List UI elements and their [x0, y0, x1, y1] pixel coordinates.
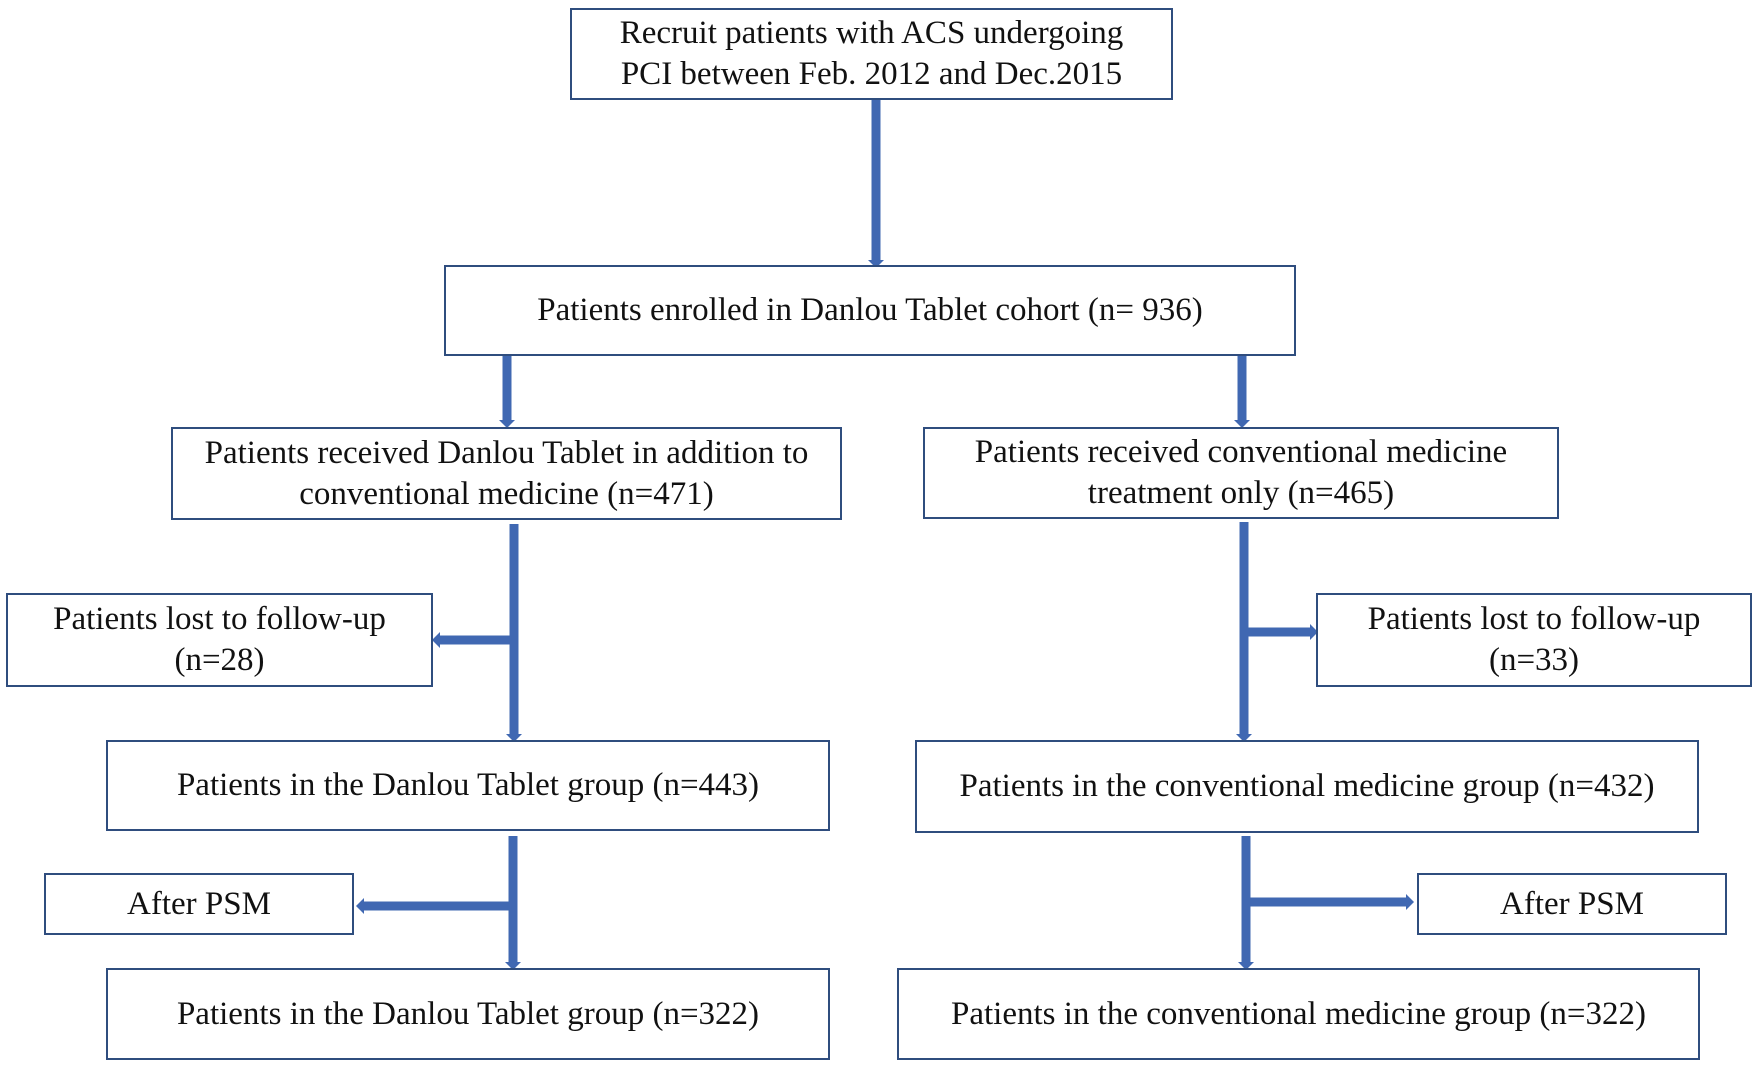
lost-follow-up-left-text: Patients lost to follow-up (n=28) — [53, 601, 386, 678]
arrowhead-danlou-group — [506, 734, 522, 742]
danlou-final-box: Patients in the Danlou Tablet group (n=3… — [106, 968, 830, 1060]
danlou-group-text: Patients in the Danlou Tablet group (n=4… — [176, 767, 760, 803]
arrowhead-conventional-final — [1238, 962, 1254, 970]
arrowhead-danlou-final — [505, 962, 521, 970]
psm-right-box: After PSM — [1417, 873, 1727, 935]
enrolled-text: Patients enrolled in Danlou Tablet cohor… — [537, 292, 1203, 328]
danlou-group-box: Patients in the Danlou Tablet group (n=4… — [106, 740, 830, 831]
conventional-final-text: Patients in the conventional medicine gr… — [951, 995, 1646, 1032]
lost-follow-up-left-box: Patients lost to follow-up (n=28) — [6, 593, 433, 687]
lost-follow-up-right-box: Patients lost to follow-up (n=33) — [1316, 593, 1752, 687]
arrowhead-lost-right — [1310, 624, 1318, 640]
conventional-received-box: Patients received conventional medicine … — [923, 427, 1559, 519]
danlou-received-text: Patients received Danlou Tablet in addit… — [204, 434, 809, 512]
arrowhead-conventional-group — [1236, 734, 1252, 742]
arrowhead-psm-left — [356, 898, 364, 914]
danlou-received-box: Patients received Danlou Tablet in addit… — [171, 427, 842, 520]
psm-left-box: After PSM — [44, 873, 354, 935]
arrowhead-danlou — [499, 420, 515, 428]
arrowhead-conventional — [1234, 420, 1250, 428]
enrolled-box: Patients enrolled in Danlou Tablet cohor… — [444, 265, 1296, 356]
arrowhead-psm-right — [1406, 894, 1414, 910]
arrowhead-enrolled — [868, 260, 884, 268]
danlou-final-text: Patients in the Danlou Tablet group (n=3… — [176, 995, 760, 1032]
conventional-final-box: Patients in the conventional medicine gr… — [897, 968, 1700, 1060]
conventional-group-box: Patients in the conventional medicine gr… — [915, 740, 1699, 833]
arrowhead-lost-left — [432, 632, 440, 648]
recruit-text: Recruit patients with ACS undergoing PCI… — [619, 15, 1124, 92]
psm-right-text: After PSM — [1500, 885, 1644, 922]
psm-left-text: After PSM — [127, 885, 271, 922]
recruit-box: Recruit patients with ACS undergoing PCI… — [570, 8, 1173, 100]
lost-follow-up-right-text: Patients lost to follow-up (n=33) — [1367, 601, 1701, 678]
conventional-received-text: Patients received conventional medicine … — [974, 434, 1508, 511]
conventional-group-text: Patients in the conventional medicine gr… — [959, 768, 1655, 804]
